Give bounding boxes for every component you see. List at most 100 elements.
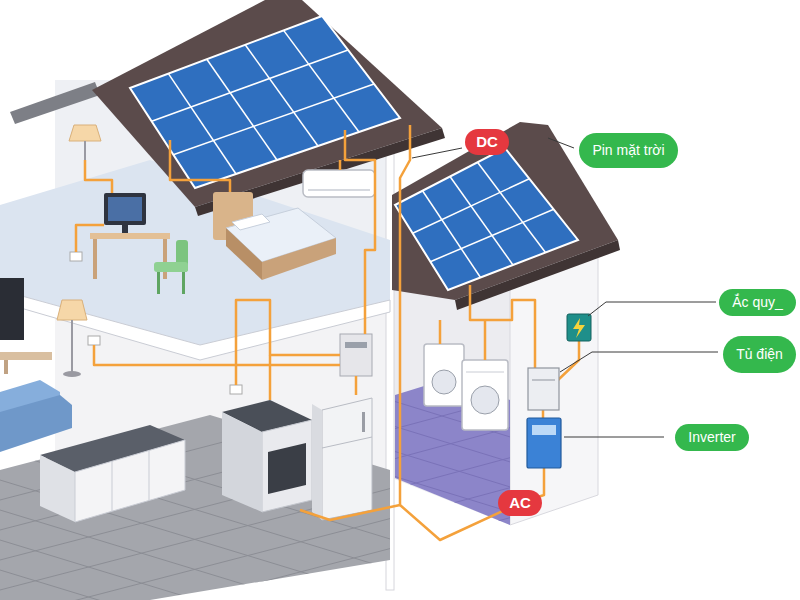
living-kitchen-furniture-part [71, 320, 73, 372]
orange-wiring-part [300, 505, 400, 520]
bedroom-furniture-part [303, 170, 375, 197]
tag-text: Pin mặt trời [592, 142, 664, 158]
lower-floor-part-part [390, 425, 520, 465]
bedroom-furniture-part [70, 252, 82, 261]
orange-wiring-part [269, 355, 272, 400]
living-kitchen-furniture-part [0, 278, 24, 340]
current-tag: DC [465, 129, 509, 155]
orange-wiring-part [236, 300, 340, 385]
orange-wiring-part [558, 341, 579, 380]
extension-roof-part [395, 148, 578, 290]
laundry-appliances [424, 344, 508, 430]
lower-floor-part-part [0, 546, 400, 600]
current-tag: AC [498, 490, 542, 516]
system-components-part [532, 380, 555, 381]
orange-wiring-part [76, 225, 104, 252]
orange-wiring-part [339, 160, 342, 170]
living-kitchen-furniture-part [0, 395, 72, 452]
lower-floor-part-part [390, 450, 520, 490]
tag-text: AC [509, 494, 531, 511]
living-kitchen-furniture-part [312, 404, 322, 520]
bedroom-furniture [69, 125, 375, 294]
main-roof-part [152, 30, 374, 174]
bedroom-furniture-part [122, 225, 128, 233]
main-roof-part-part [245, 45, 318, 146]
tag-text: DC [476, 133, 498, 150]
living-kitchen-furniture-part [222, 412, 262, 512]
lower-floor-part-part [0, 576, 400, 600]
living-kitchen-furniture-part [268, 443, 306, 494]
leader-lines-part [548, 138, 574, 148]
bedroom-furniture-part [93, 239, 97, 279]
bedroom-furniture-part [104, 193, 146, 225]
leader-lines-part [588, 302, 716, 316]
orange-wiring-part [355, 376, 358, 395]
main-roof-part-part [284, 30, 359, 132]
bedroom-furniture-part [154, 262, 188, 272]
extension-roof-part-part [423, 191, 481, 278]
callout-tag: Ắc quy_ [719, 289, 796, 316]
lower-floor [0, 378, 520, 600]
leader-lines-part [564, 437, 664, 438]
orange-wiring-part [542, 410, 545, 418]
extension-roof-part-part [413, 179, 530, 234]
leader-lines [412, 138, 718, 437]
living-kitchen-furniture-part [40, 455, 75, 522]
living-kitchen-furniture-part [63, 371, 81, 377]
living-kitchen-furniture [0, 278, 372, 522]
living-kitchen-furniture-part [230, 385, 242, 394]
living-kitchen-furniture-part [149, 451, 150, 500]
bedroom-furniture-part [108, 197, 142, 221]
main-roof-part-part [152, 50, 348, 121]
main-roof-part [10, 82, 100, 124]
bedroom-furniture-part [84, 141, 86, 160]
orange-wiring-part [470, 285, 535, 368]
living-kitchen-furniture-part [345, 342, 367, 348]
orange-wiring [76, 125, 579, 540]
extension-roof-part-part [450, 177, 513, 266]
laundry-appliances-part [471, 386, 499, 414]
bedroom-furniture-part [69, 125, 101, 141]
orange-wiring-part [345, 130, 375, 334]
living-kitchen-furniture-part [4, 360, 8, 374]
lower-floor-part-part [0, 516, 400, 600]
orange-wiring-part [85, 160, 112, 193]
system-components-part [528, 368, 559, 410]
system-components [527, 314, 591, 468]
system-components-part [527, 418, 561, 468]
living-kitchen-furniture-part [75, 440, 185, 522]
bedroom-furniture-part [226, 228, 262, 280]
living-kitchen-furniture-part [262, 420, 312, 512]
system-components-part [532, 425, 556, 435]
tag-text: Ắc quy_ [732, 294, 783, 310]
laundry-appliances-part [424, 344, 464, 406]
tag-text: Inverter [688, 429, 735, 445]
lower-floor-part-part [0, 510, 400, 600]
bedroom-furniture-part [90, 233, 170, 239]
laundry-appliances-part [432, 370, 456, 394]
living-kitchen-furniture-part [88, 336, 100, 345]
main-roof-part-part [168, 74, 236, 174]
living-kitchen-furniture-part [362, 412, 365, 432]
orange-wiring-part [94, 345, 340, 365]
lower-floor-part [0, 396, 400, 600]
bedroom-furniture-part [182, 272, 185, 294]
leader-lines-part [560, 352, 718, 372]
living-kitchen-furniture-part [112, 461, 113, 511]
laundry-appliances-part [466, 372, 504, 373]
callout-tag: Inverter [675, 424, 749, 451]
lower-floor-part-part [390, 455, 520, 490]
bedroom-furniture-part [163, 239, 167, 279]
living-kitchen-furniture-part [0, 352, 52, 360]
living-kitchen-furniture-part [322, 398, 372, 520]
main-roof [10, 0, 445, 216]
extension-roof-part-part [478, 162, 546, 252]
extension-roof-part [413, 162, 554, 277]
main-roof-part [92, 0, 442, 207]
orange-wiring-part [439, 320, 442, 344]
bedroom-furniture-part [262, 238, 336, 280]
